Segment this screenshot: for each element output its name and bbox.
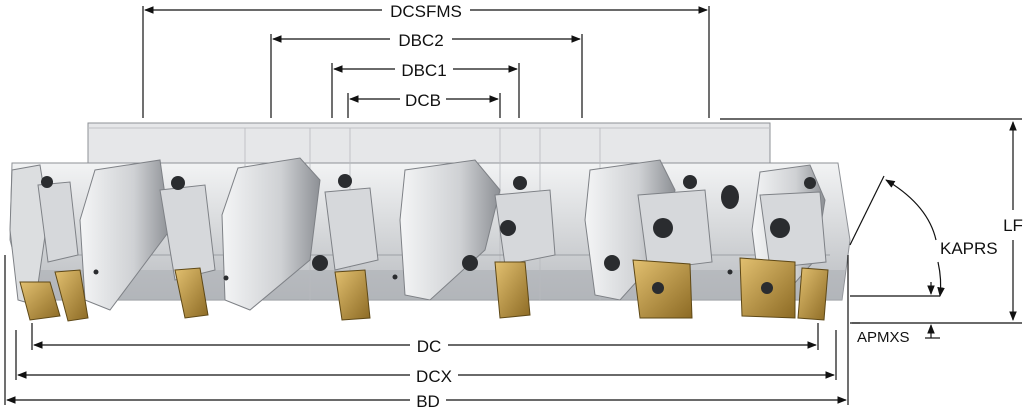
label-dcsfms: DCSFMS (390, 2, 462, 21)
carbide-inserts (19, 257, 829, 322)
clamp-screws (41, 174, 816, 281)
label-dbc1: DBC1 (401, 61, 446, 80)
label-dbc2: DBC2 (398, 31, 443, 50)
label-kaprs: KAPRS (940, 239, 998, 258)
label-dcx: DCX (416, 367, 452, 386)
blade-segments (9, 157, 827, 311)
label-apmxs: APMXS (857, 329, 910, 346)
dimension-lines (4, 6, 1022, 405)
label-lf: LF (1003, 216, 1023, 235)
label-bd: BD (416, 392, 440, 410)
dimension-labels: DCSFMS DBC2 DBC1 DCB DC DCX BD LF KAPRS … (382, 1, 1024, 410)
label-dcb: DCB (405, 91, 441, 110)
label-dc: DC (417, 337, 442, 356)
